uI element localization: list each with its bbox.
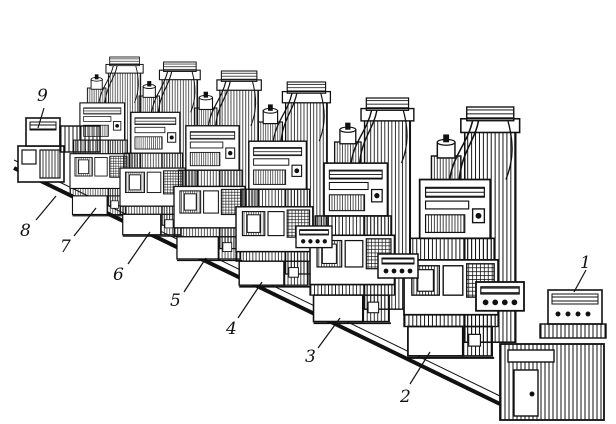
callout-4: 4 bbox=[225, 319, 237, 339]
conveyor-2 bbox=[475, 281, 525, 312]
end-station bbox=[17, 117, 101, 183]
unit-2 bbox=[403, 106, 521, 359]
callout-8: 8 bbox=[20, 221, 31, 241]
leader-lines bbox=[35, 107, 587, 385]
callout-7: 7 bbox=[60, 237, 71, 257]
callout-2: 2 bbox=[399, 387, 411, 407]
callout-3: 3 bbox=[305, 347, 316, 367]
conveyor-3 bbox=[377, 253, 419, 279]
control-cabinet bbox=[499, 343, 605, 421]
loading-conveyor bbox=[539, 289, 607, 339]
callouts: 9 8 7 6 5 4 3 2 1 bbox=[20, 86, 591, 407]
callout-5: 5 bbox=[170, 291, 181, 311]
conveyor-4 bbox=[295, 225, 333, 249]
callout-6: 6 bbox=[113, 265, 124, 285]
callout-9: 9 bbox=[37, 86, 48, 106]
callout-1: 1 bbox=[580, 253, 591, 273]
